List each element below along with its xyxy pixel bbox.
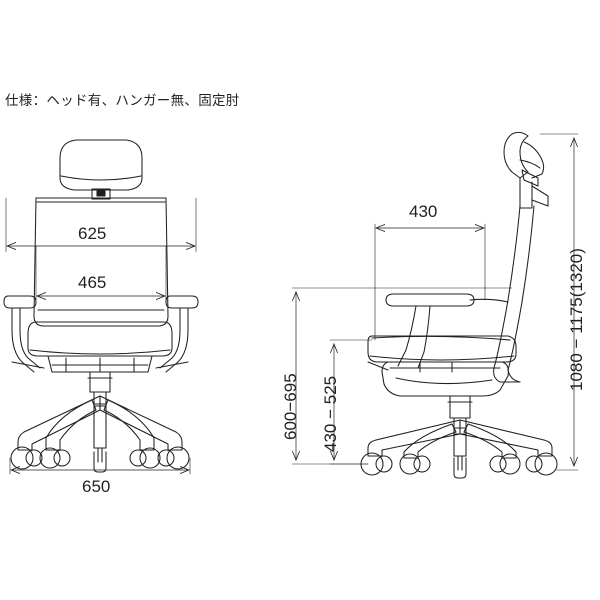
front-backrest bbox=[33, 197, 169, 327]
dimension-label-seat-height: 430 − 525 bbox=[321, 375, 340, 452]
dimension-label-seat-width: 465 bbox=[78, 273, 107, 292]
side-base bbox=[367, 419, 553, 471]
dimension-lines bbox=[5, 133, 579, 475]
front-armrest-left bbox=[3, 295, 45, 373]
side-headrest bbox=[503, 131, 545, 187]
side-view bbox=[360, 131, 558, 479]
front-armrest-right bbox=[155, 295, 199, 373]
dimension-1080-1175 bbox=[539, 133, 579, 471]
dimension-430-525 bbox=[329, 339, 373, 465]
side-casters bbox=[360, 452, 558, 479]
dimension-label-overall-height: 1080 − 1175(1320) bbox=[567, 248, 586, 391]
front-casters bbox=[10, 446, 190, 473]
side-headrest-post bbox=[519, 177, 549, 209]
dimension-465 bbox=[35, 245, 167, 301]
side-seat bbox=[367, 335, 517, 363]
dimension-label-back-width: 625 bbox=[78, 224, 107, 243]
dimension-label-backrest-height: 600−695 bbox=[281, 373, 300, 440]
side-seat-mechanism bbox=[367, 361, 509, 397]
front-view bbox=[3, 139, 199, 473]
side-backrest bbox=[469, 205, 535, 383]
dimension-label-seat-depth: 430 bbox=[409, 202, 438, 221]
front-headrest bbox=[59, 139, 143, 191]
dimension-625 bbox=[5, 197, 197, 253]
dimension-label-base-width: 650 bbox=[82, 477, 111, 496]
dimension-430 bbox=[374, 223, 486, 341]
front-seat-mechanism bbox=[47, 355, 153, 373]
front-base bbox=[17, 395, 183, 463]
spec-title: 仕様：ヘッド有、ハンガー無、固定肘 bbox=[5, 93, 240, 109]
front-headrest-stem bbox=[91, 188, 111, 200]
dimension-650 bbox=[9, 457, 191, 475]
front-seat bbox=[27, 321, 173, 357]
side-armrest bbox=[385, 293, 475, 369]
